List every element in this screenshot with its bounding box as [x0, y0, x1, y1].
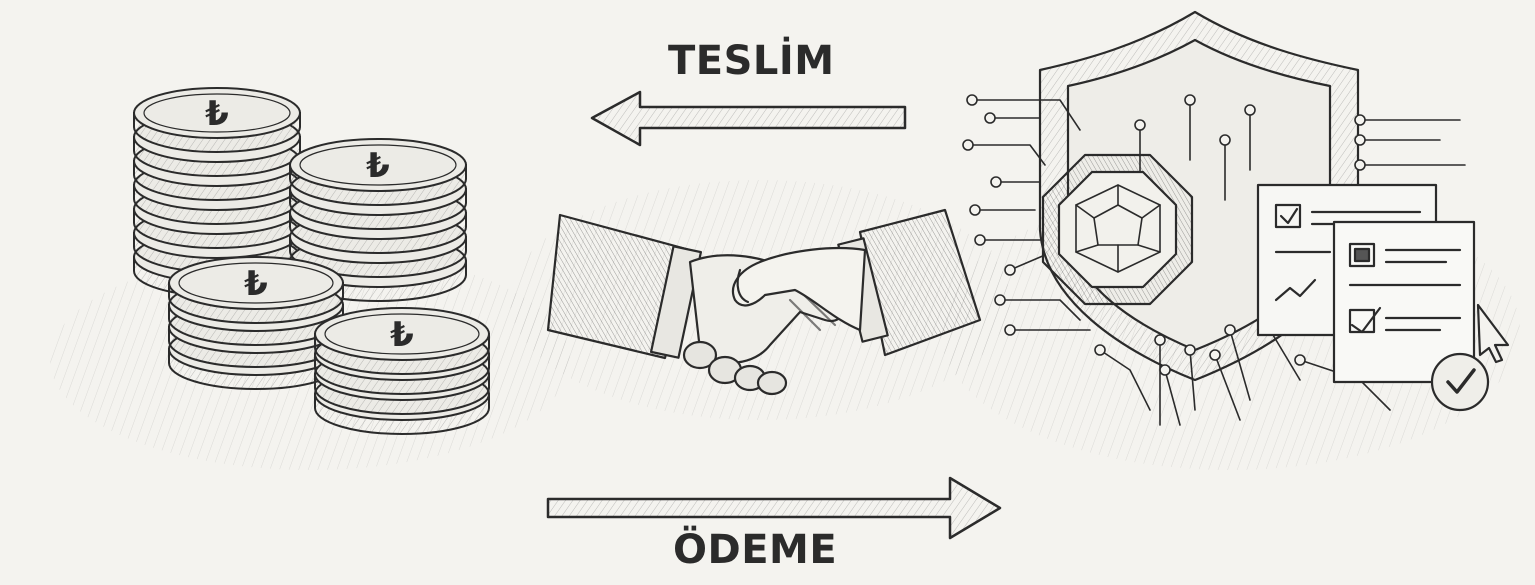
- circuit-node: [994, 294, 1006, 306]
- circuit-trace: [1214, 354, 1241, 421]
- coin-stack: ₺: [314, 307, 490, 435]
- coin-face: [314, 307, 490, 361]
- circuit-trace: [1099, 349, 1151, 411]
- circuit-node: [1184, 94, 1196, 106]
- lira-symbol-icon: ₺: [244, 264, 268, 304]
- handshake-icon: [546, 208, 982, 396]
- circuit-node: [1004, 324, 1016, 336]
- coin-rim: [324, 313, 480, 355]
- circuit-node: [1209, 349, 1221, 361]
- circuit-node: [1094, 344, 1106, 356]
- circuit-node: [962, 139, 974, 151]
- check-circle-icon: [1430, 352, 1490, 412]
- coin-face: [168, 256, 344, 310]
- circuit-node: [990, 176, 1002, 188]
- circuit-node: [1354, 114, 1366, 126]
- circuit-node: [1354, 134, 1366, 146]
- circuit-trace: [1009, 254, 1046, 271]
- circuit-node: [966, 94, 978, 106]
- coin-stacks-icon: ₺ ₺ ₺ ₺: [133, 87, 490, 435]
- circuit-node: [1004, 264, 1016, 276]
- circuit-trace: [971, 99, 1081, 131]
- circuit-node: [969, 204, 981, 216]
- circuit-node: [1244, 104, 1256, 116]
- shield-chip-checklist-icon: [962, 10, 1510, 426]
- coin-rim: [178, 262, 334, 304]
- circuit-node: [1154, 334, 1166, 346]
- circuit-node: [1354, 159, 1366, 171]
- coin-stack: ₺: [168, 256, 344, 390]
- lira-symbol-icon: ₺: [366, 146, 390, 186]
- circuit-node: [974, 234, 986, 246]
- circuit-node: [1224, 324, 1236, 336]
- payment-label: ÖDEME: [673, 527, 838, 573]
- circuit-trace: [1164, 369, 1181, 426]
- arrow-left-icon: [590, 90, 907, 147]
- circuit-trace: [1229, 329, 1251, 401]
- cursor-icon: [1476, 303, 1510, 364]
- circuit-trace: [1189, 349, 1196, 411]
- lira-symbol-icon: ₺: [390, 315, 414, 355]
- coin-face: [289, 138, 467, 192]
- coin-rim: [143, 93, 291, 133]
- gem-icon: [1075, 184, 1161, 273]
- lira-symbol-icon: ₺: [205, 94, 229, 134]
- circuit-node: [1294, 354, 1306, 366]
- circuit-trace: [967, 144, 1046, 166]
- circuit-trace: [1269, 329, 1301, 381]
- circuit-node: [1134, 119, 1146, 131]
- circuit-node: [1184, 344, 1196, 356]
- arrow-right-icon: [546, 476, 1002, 540]
- circuit-node: [1219, 134, 1231, 146]
- circuit-node: [984, 112, 996, 124]
- delivery-label: TESLİM: [668, 38, 835, 84]
- circuit-trace: [999, 299, 1081, 321]
- coin-rim: [299, 144, 457, 186]
- circuit-node: [1159, 364, 1171, 376]
- coin-face: [133, 87, 301, 139]
